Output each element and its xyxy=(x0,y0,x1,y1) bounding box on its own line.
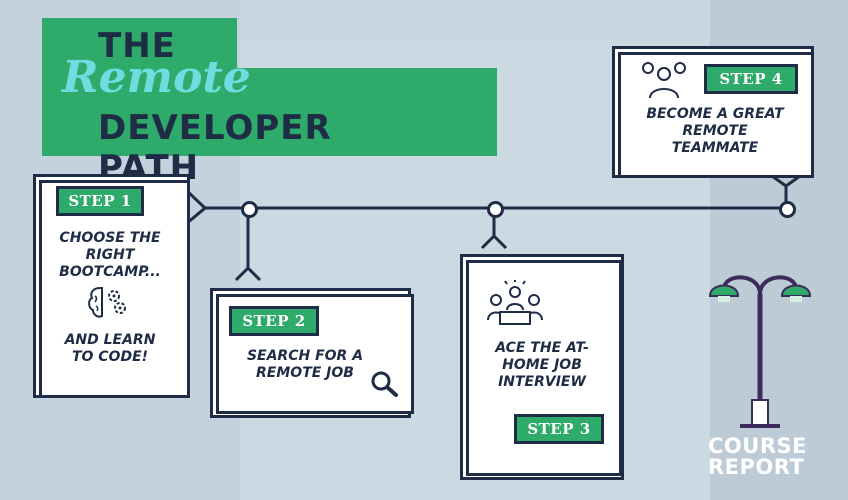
brain-gears-icon xyxy=(88,287,126,318)
timeline-node-step3 xyxy=(487,201,504,218)
step-1-badge: STEP 1 xyxy=(56,186,144,216)
step-4-text: BECOME A GREAT REMOTE TEAMMATE xyxy=(646,106,784,156)
title-top-band xyxy=(42,18,237,70)
step-1-text-bottom: AND LEARN TO CODE! xyxy=(64,332,156,365)
step-2-badge: STEP 2 xyxy=(229,306,319,336)
step-2-text: SEARCH FOR A REMOTE JOB xyxy=(246,348,364,381)
step-4-badge: STEP 4 xyxy=(704,64,798,94)
title-the: THE xyxy=(98,26,176,66)
timeline-node-step2 xyxy=(241,201,258,218)
team-icon xyxy=(642,62,686,99)
timeline-node-step4 xyxy=(779,201,796,218)
interview-panel-icon xyxy=(487,280,543,325)
step-1-text-top: CHOOSE THE RIGHT BOOTCAMP... xyxy=(59,230,161,280)
step-3-text: ACE THE AT-HOME JOB INTERVIEW xyxy=(495,340,589,390)
logo-line-1: COURSE xyxy=(708,434,807,458)
title-remote: Remote xyxy=(62,52,251,103)
course-report-logo: COURSE REPORT xyxy=(708,436,807,478)
street-lamp-illustration xyxy=(708,275,812,428)
magnifier-icon xyxy=(371,371,398,397)
step-3-badge: STEP 3 xyxy=(514,414,604,444)
title-bottom-band xyxy=(42,68,497,156)
step-1-card-front xyxy=(39,180,190,398)
logo-line-2: REPORT xyxy=(708,455,805,479)
